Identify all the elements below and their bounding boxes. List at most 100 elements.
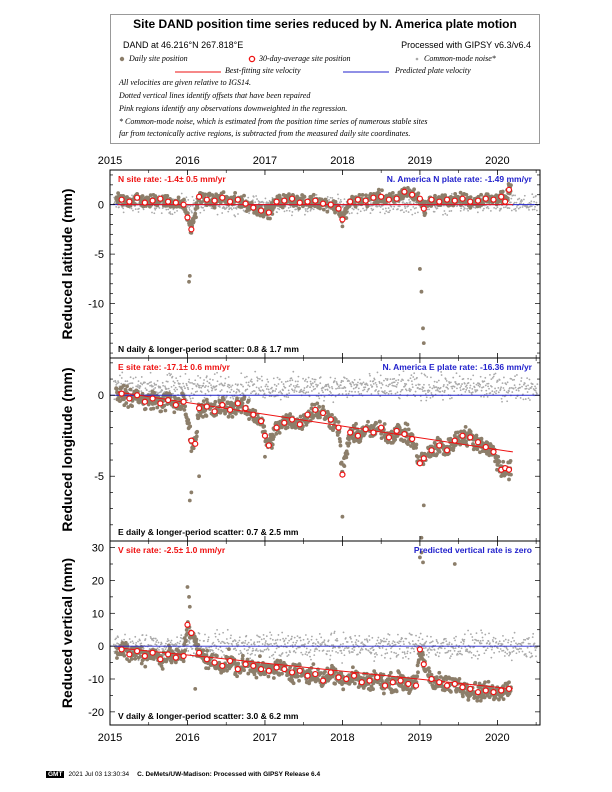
cm-noise-point <box>286 642 289 644</box>
cm-noise-point <box>332 644 335 647</box>
cm-noise-point <box>433 649 436 651</box>
daily-outlier-point <box>189 490 194 495</box>
cm-noise-point <box>484 384 487 387</box>
cm-noise-point <box>193 383 196 385</box>
cm-noise-point <box>267 381 270 383</box>
avg30-point <box>459 432 466 439</box>
cm-noise-point <box>430 392 433 394</box>
cm-noise-point <box>424 374 427 377</box>
cm-noise-point <box>429 641 431 644</box>
cm-noise-point <box>340 379 343 382</box>
cm-noise-point <box>502 640 505 642</box>
cm-noise-point <box>132 642 135 645</box>
daily-point <box>406 427 411 432</box>
cm-noise-point <box>232 640 235 642</box>
cm-noise-point <box>196 383 199 385</box>
cm-noise-point <box>317 641 320 644</box>
year-label-bottom: 2019 <box>408 732 432 744</box>
cm-noise-point <box>402 640 405 643</box>
cm-noise-point <box>246 388 249 391</box>
cm-noise-point <box>492 640 495 643</box>
cm-noise-point <box>268 643 271 646</box>
cm-noise-point <box>295 647 298 650</box>
cm-noise-point <box>181 388 184 391</box>
cm-noise-point <box>237 213 239 215</box>
cm-noise-point <box>357 640 360 643</box>
avg30-point <box>126 395 133 402</box>
cm-noise-point <box>494 372 497 375</box>
cm-noise-point <box>211 649 214 652</box>
cm-noise-point <box>325 653 328 656</box>
cm-noise-point <box>215 647 218 650</box>
cm-noise-point <box>450 192 453 195</box>
cm-noise-point <box>151 637 154 640</box>
cm-noise-point <box>350 385 353 388</box>
cm-noise-point <box>315 638 318 641</box>
cm-noise-point <box>115 383 118 386</box>
cm-noise-point <box>467 377 470 380</box>
cm-noise-point <box>367 649 370 652</box>
cm-noise-point <box>404 207 407 210</box>
cm-noise-point <box>530 205 533 208</box>
cm-noise-point <box>402 201 404 203</box>
cm-noise-point <box>248 396 251 399</box>
cm-noise-point <box>126 380 129 383</box>
cm-noise-point <box>522 383 525 386</box>
cm-noise-point <box>480 642 483 645</box>
cm-noise-point <box>263 392 266 395</box>
cm-noise-point <box>382 208 384 211</box>
daily-point <box>318 206 322 211</box>
cm-noise-point <box>472 374 475 377</box>
cm-noise-point <box>245 649 248 652</box>
cm-noise-point <box>169 211 172 213</box>
cm-noise-point <box>397 379 400 381</box>
cm-noise-point <box>237 641 239 644</box>
cm-noise-marker-icon <box>415 57 419 61</box>
cm-noise-point <box>297 375 300 378</box>
cm-noise-point <box>497 391 500 394</box>
cm-noise-point <box>495 207 497 210</box>
daily-point <box>409 444 413 448</box>
cm-noise-point <box>531 383 534 386</box>
cm-noise-point <box>218 383 221 386</box>
cm-noise-point <box>154 386 157 389</box>
avg30-point <box>265 442 272 449</box>
cm-noise-point <box>399 640 402 643</box>
cm-noise-point <box>190 392 193 395</box>
daily-point <box>143 406 148 411</box>
cm-noise-point <box>139 639 141 642</box>
cm-noise-point <box>468 389 470 392</box>
cm-noise-point <box>386 378 389 380</box>
daily-point <box>140 194 145 198</box>
cm-noise-point <box>166 638 169 640</box>
site-rate-label: E site rate: -17.1± 0.6 mm/yr <box>118 362 231 372</box>
daily-point <box>379 436 384 441</box>
cm-noise-point <box>198 386 201 389</box>
daily-point <box>435 452 439 456</box>
cm-noise-point <box>496 206 499 209</box>
cm-noise-point <box>443 637 446 640</box>
daily-outlier-point <box>263 454 267 459</box>
cm-noise-point <box>207 385 210 388</box>
avg30-point <box>118 196 125 203</box>
cm-noise-point <box>357 653 359 656</box>
cm-noise-point <box>353 378 356 381</box>
cm-noise-point <box>489 210 492 212</box>
cm-noise-point <box>515 389 518 392</box>
cm-noise-point <box>411 383 414 386</box>
cm-noise-point <box>304 653 307 655</box>
daily-point <box>321 404 325 409</box>
daily-point <box>242 394 247 399</box>
cm-noise-point <box>436 207 439 210</box>
cm-noise-point <box>375 642 378 645</box>
daily-point <box>186 417 191 422</box>
cm-noise-point <box>393 205 396 208</box>
cm-noise-point <box>348 650 350 653</box>
cm-noise-point <box>252 195 255 198</box>
cm-noise-point <box>354 634 357 637</box>
cm-noise-point <box>398 648 401 650</box>
cm-noise-point <box>407 646 410 649</box>
cm-noise-point <box>197 375 199 377</box>
cm-noise-point <box>472 382 475 385</box>
cm-noise-point <box>378 382 381 384</box>
